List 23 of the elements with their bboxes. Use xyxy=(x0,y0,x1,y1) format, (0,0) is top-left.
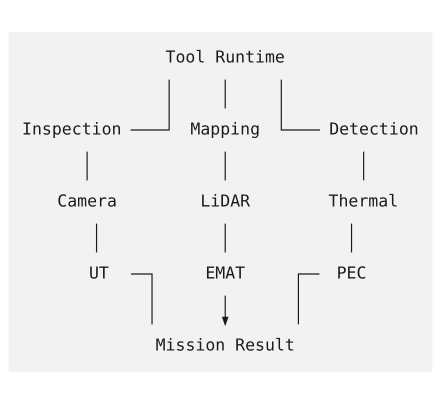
connector xyxy=(280,79,320,130)
node-text: Camera xyxy=(57,190,117,210)
connector xyxy=(224,151,226,180)
node-text: EMAT xyxy=(205,262,246,282)
node-text: Detection xyxy=(329,118,419,138)
connector xyxy=(131,272,153,324)
connector xyxy=(350,223,352,252)
node-text: Tool Runtime xyxy=(166,46,285,66)
node-text: LiDAR xyxy=(200,190,250,210)
arrow xyxy=(222,295,229,326)
connector xyxy=(363,151,364,180)
node-text: Inspection xyxy=(22,118,122,138)
connector xyxy=(298,272,320,324)
connector xyxy=(86,151,88,180)
node-text: Mission Result xyxy=(156,334,295,354)
node-text: Thermal xyxy=(328,190,398,210)
node-text: Mapping xyxy=(190,118,260,138)
node-text: PEC xyxy=(336,262,366,282)
node-text: UT xyxy=(88,262,109,282)
connector xyxy=(96,223,98,252)
connector xyxy=(130,79,170,130)
connector xyxy=(224,223,226,252)
connector xyxy=(224,79,226,108)
